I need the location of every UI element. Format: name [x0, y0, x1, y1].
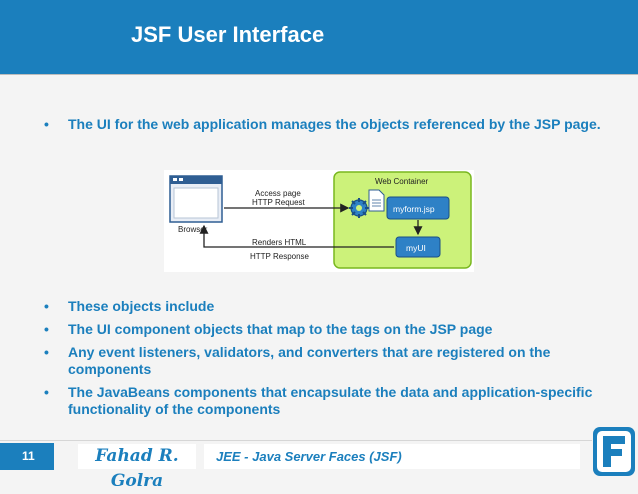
response-arrow: [199, 224, 394, 248]
author-name: Fahad R. Golra: [78, 444, 196, 491]
bottom-bullet-list: • These objects include • The UI compone…: [38, 298, 628, 424]
bullet-item: • The UI for the web application manages…: [38, 116, 608, 133]
slide-title: JSF User Interface: [131, 22, 325, 47]
bullet-text: Any event listeners, validators, and con…: [68, 344, 551, 377]
f-logo-icon: [592, 426, 636, 477]
bullet-dot: •: [44, 384, 49, 400]
top-bullet-list: • The UI for the web application manages…: [38, 116, 608, 139]
browser-window-icon: [169, 175, 223, 223]
browser-label: Browser: [178, 225, 208, 234]
bullet-dot: •: [44, 298, 49, 314]
slide-number: 11: [0, 443, 54, 470]
title-bar: JSF User Interface: [0, 0, 638, 74]
request-label-line-1: Access page: [255, 189, 301, 198]
title-divider: [0, 74, 638, 75]
bullet-text: These objects include: [68, 298, 215, 314]
bullet-text: The JavaBeans components that encapsulat…: [68, 384, 593, 417]
bullet-text: The UI for the web application manages t…: [68, 116, 601, 132]
bullet-item: • Any event listeners, validators, and c…: [38, 344, 628, 378]
bullet-dot: •: [44, 344, 49, 360]
bullet-text: The UI component objects that map to the…: [68, 321, 493, 337]
bullet-dot: •: [44, 116, 49, 132]
jsp-page-icon: [368, 189, 385, 212]
response-label-line-2: HTTP Response: [250, 252, 310, 261]
bullet-item: • The JavaBeans components that encapsul…: [38, 384, 628, 418]
response-label-line-1: Renders HTML: [252, 238, 307, 247]
bullet-item: • The UI component objects that map to t…: [38, 321, 628, 338]
web-container-label: Web Container: [375, 177, 429, 186]
footer-divider: [0, 440, 592, 441]
gear-icon: [349, 198, 369, 218]
ui-box: [395, 236, 441, 258]
bullet-dot: •: [44, 321, 49, 337]
jsp-box-label: myform.jsp: [393, 204, 435, 214]
jsp-box: [386, 196, 450, 220]
bullet-item: • These objects include: [38, 298, 628, 315]
request-label-line-2: HTTP Request: [252, 198, 306, 207]
jsf-architecture-diagram: Web Container Browser Access page HTTP R…: [164, 170, 474, 272]
ui-box-label: myUI: [406, 243, 426, 253]
course-title: JEE - Java Server Faces (JSF): [204, 444, 580, 469]
